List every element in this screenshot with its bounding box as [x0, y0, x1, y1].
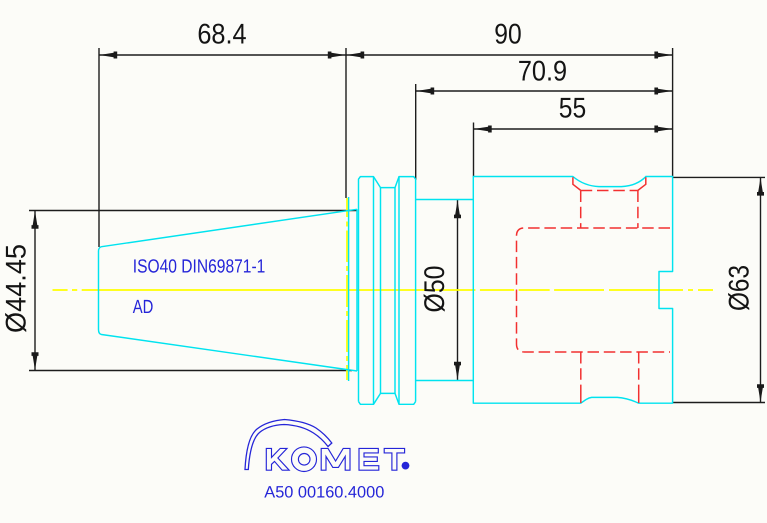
svg-text:70.9: 70.9 [518, 56, 567, 88]
svg-text:Ø63: Ø63 [724, 265, 756, 311]
svg-text:90: 90 [494, 19, 521, 51]
svg-text:Ø50: Ø50 [419, 266, 451, 313]
svg-text:AD: AD [133, 297, 154, 318]
svg-text:A50 00160.4000: A50 00160.4000 [264, 484, 384, 502]
svg-text:68.4: 68.4 [197, 19, 246, 51]
svg-text:55: 55 [559, 93, 586, 125]
svg-text:ISO40 DIN69871-1: ISO40 DIN69871-1 [133, 257, 265, 278]
svg-text:Ø44.45: Ø44.45 [1, 244, 33, 333]
